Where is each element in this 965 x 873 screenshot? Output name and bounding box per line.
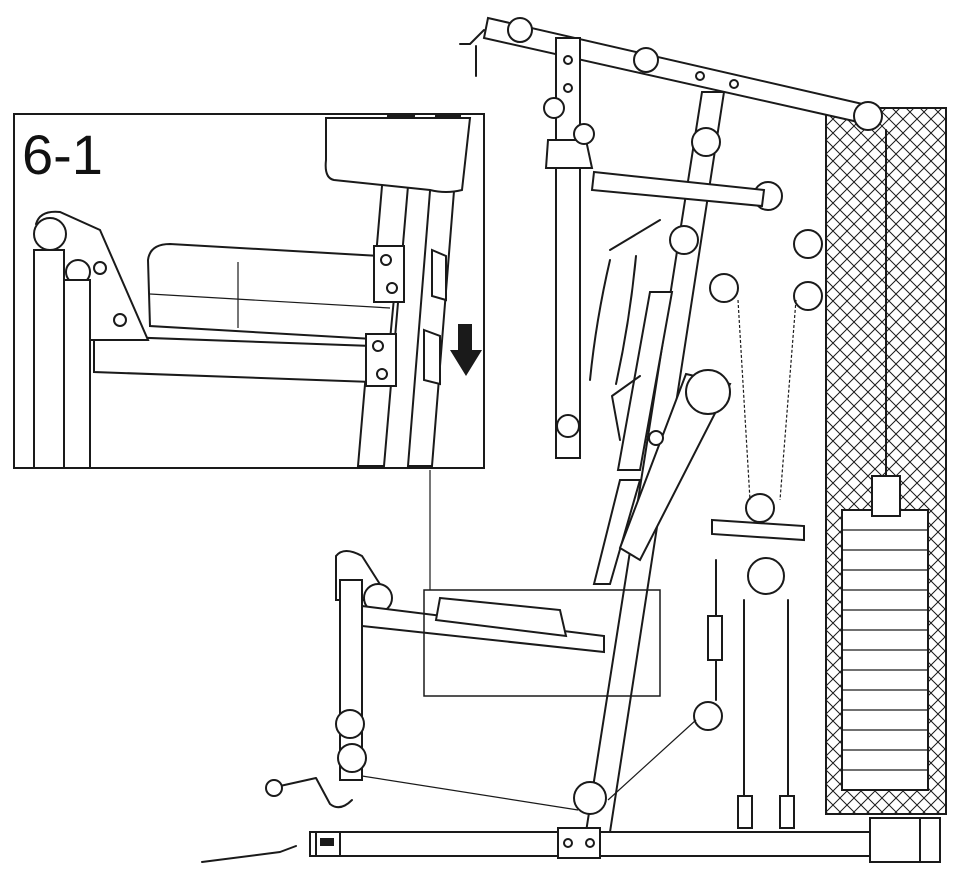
weight-stack-shroud: [825, 107, 947, 815]
top-frame: [459, 16, 883, 131]
seat-assembly: [265, 550, 605, 811]
detail-label: 6-1: [22, 123, 103, 186]
down-arrow-icon: [450, 324, 482, 376]
inset-post-right: [63, 279, 91, 469]
detail-callout-box: [423, 589, 661, 697]
pec-arm: [611, 369, 732, 562]
inset-post-left: [33, 249, 65, 469]
cable-column: [607, 559, 795, 829]
rope-handle: [589, 219, 661, 385]
base-frame: [201, 817, 941, 863]
detail-inset-panel: 6-1: [13, 113, 485, 469]
inset-seat-cushion: [146, 242, 396, 342]
pulley-cluster: [590, 170, 823, 595]
inset-bracket-top: [373, 245, 405, 303]
press-arm: [543, 37, 595, 459]
inset-pivot-bracket: [34, 210, 150, 341]
back-pad: [592, 291, 674, 585]
inset-back-pad: [324, 117, 472, 193]
